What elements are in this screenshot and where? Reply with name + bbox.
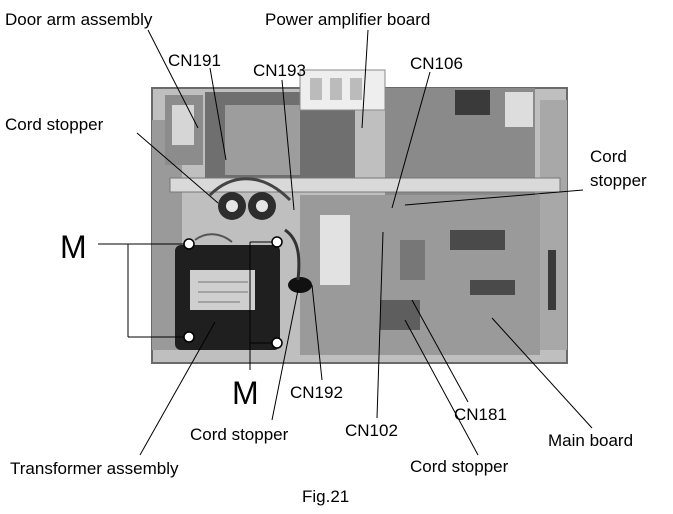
leader-main-board: [491, 317, 593, 429]
chassis-photo: [151, 69, 568, 364]
main-board-ic-3: [380, 300, 420, 330]
m-point-3: [271, 236, 283, 248]
top-connector-pin-1: [310, 78, 322, 100]
leader-cn102: [376, 231, 384, 419]
label-m-left: M: [60, 229, 87, 265]
main-board-ic-2: [470, 280, 515, 295]
leader-lines: [98, 29, 593, 456]
callout-points: [183, 236, 283, 349]
leader-cord-stopper-bottom-center: [271, 289, 299, 421]
label-cn191: CN191: [168, 51, 221, 70]
top-right-bracket: [505, 92, 533, 127]
chassis-right-side: [540, 100, 567, 350]
m-point-4: [271, 337, 283, 349]
main-board-ic-1: [450, 230, 505, 250]
leader-cord-stopper-bottom-right: [404, 319, 479, 456]
leader-door-arm-assembly: [147, 29, 199, 129]
label-cn106: CN106: [410, 54, 463, 73]
label-cord-stopper-bottom-center: Cord stopper: [190, 425, 289, 444]
wire-1: [208, 177, 292, 202]
label-cord-stopper-right-line2: stopper: [590, 171, 647, 190]
door-arm-bracket-highlight: [172, 105, 194, 145]
label-main-board: Main board: [548, 431, 633, 450]
label-cn193: CN193: [253, 61, 306, 80]
leader-power-amplifier-board: [361, 29, 369, 129]
top-right-jack: [455, 90, 490, 115]
leader-cord-stopper-right: [404, 189, 584, 206]
label-door-arm-assembly: Door arm assembly: [5, 10, 153, 29]
label-transformer-assembly: Transformer assembly: [10, 459, 179, 478]
label-cn102: CN102: [345, 421, 398, 440]
m-point-2: [183, 331, 195, 343]
wire-3: [194, 233, 233, 243]
leader-cn191: [209, 67, 227, 161]
label-cord-stopper-top-left: Cord stopper: [5, 115, 104, 134]
leader-cord-stopper-top-left: [136, 132, 219, 204]
power-amp-heatsink: [225, 105, 300, 175]
label-cn181: CN181: [454, 405, 507, 424]
leader-cn181: [411, 299, 469, 403]
label-power-amplifier-board: Power amplifier board: [265, 10, 430, 29]
wire-2: [284, 228, 301, 281]
text-labels: Door arm assembly Power amplifier board …: [5, 10, 647, 506]
leader-cn193: [281, 79, 295, 211]
transformer-label-plate: [190, 270, 255, 310]
label-cord-stopper-right-line1: Cord: [590, 147, 627, 166]
top-connector-pin-3: [350, 78, 362, 100]
label-cn192: CN192: [290, 383, 343, 402]
chassis-rail: [169, 177, 561, 193]
capacitor-right-top: [256, 200, 268, 212]
figure-caption: Fig.21: [302, 487, 349, 506]
cord-bundle: [288, 277, 312, 293]
main-board-white-component: [320, 215, 350, 285]
right-dark-strip: [548, 250, 556, 310]
m-point-1: [183, 238, 195, 250]
leader-transformer-assembly: [139, 321, 216, 456]
capacitor-left-top: [226, 200, 238, 212]
leader-cn192: [311, 284, 323, 381]
main-board-component: [400, 240, 425, 280]
top-connector-pin-2: [330, 78, 342, 100]
leader-cn106: [391, 71, 431, 209]
label-cord-stopper-bottom-right: Cord stopper: [410, 457, 509, 476]
label-m-bottom: M: [232, 375, 259, 411]
